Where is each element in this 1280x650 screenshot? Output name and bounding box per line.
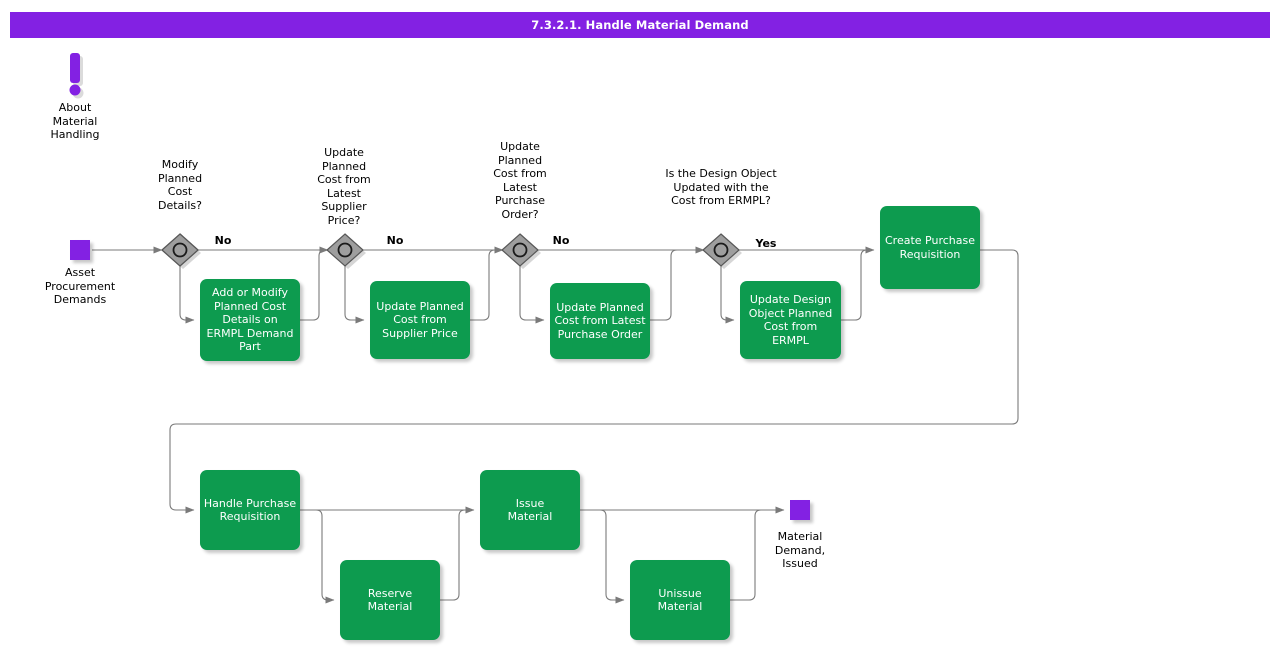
process-node-create-purchase-requisition[interactable]	[880, 206, 980, 289]
start-terminator[interactable]	[70, 240, 90, 260]
process-node-update-design-object-planned-cost-label: Update Design Object Planned Cost from E…	[748, 293, 833, 347]
edge-p3-to-d4	[650, 249, 704, 321]
process-node-reserve-material[interactable]	[340, 560, 440, 640]
process-node-update-planned-cost-latest-po-label: Update Planned Cost from Latest Purchase…	[554, 300, 646, 341]
edge-label-d4-yes: Yes	[755, 237, 777, 250]
edge-d1-to-p1	[179, 266, 195, 324]
decision-node-d4[interactable]	[702, 233, 742, 269]
edge-p8-to-p9	[599, 509, 625, 604]
note-label: About Material Handling	[50, 101, 100, 141]
process-node-update-planned-cost-supplier-price[interactable]	[370, 281, 470, 359]
edge-d3-to-p3	[519, 266, 545, 324]
decision-d3-label: Update Planned Cost from Latest Purchase…	[493, 140, 547, 221]
edge-p4-to-p5	[841, 249, 874, 321]
process-node-add-or-modify-planned-cost-label: Add or Modify Planned Cost Details on ER…	[206, 286, 294, 354]
edge-d4-to-p4	[720, 266, 735, 324]
edge-p2-to-d3	[470, 249, 503, 321]
edge-p1-to-d2	[300, 249, 328, 321]
decision-node-d3[interactable]	[501, 233, 541, 269]
edge-p7-to-p8	[440, 509, 474, 601]
process-node-reserve-material-label: Reserve Material	[367, 586, 413, 614]
edge-p9-to-end	[730, 509, 784, 601]
edge-d2-to-p2	[344, 266, 365, 324]
edge-p5-to-p6-loop	[169, 249, 1019, 514]
decision-d4-label: Is the Design Object Updated with the Co…	[665, 167, 777, 207]
process-node-create-purchase-requisition-label: Create Purchase Requisition	[885, 234, 975, 261]
process-node-issue-material-label: Issue Material	[507, 496, 553, 524]
end-terminator-label: Material Demand, Issued	[774, 530, 826, 570]
process-node-unissue-material-label: Unissue Material	[657, 586, 703, 614]
process-node-handle-purchase-requisition-label: Handle Purchase Requisition	[203, 496, 297, 524]
decision-node-d2[interactable]	[326, 233, 366, 269]
process-node-add-or-modify-planned-cost[interactable]	[200, 279, 300, 361]
process-node-unissue-material[interactable]	[630, 560, 730, 640]
exclamation-note-icon	[69, 53, 84, 99]
decision-d2-label: Update Planned Cost from Latest Supplier…	[317, 146, 371, 227]
process-node-issue-material[interactable]	[480, 470, 580, 550]
end-terminator[interactable]	[790, 500, 810, 520]
process-node-update-design-object-planned-cost[interactable]	[740, 281, 841, 359]
process-node-update-planned-cost-latest-po[interactable]	[550, 283, 650, 359]
process-node-handle-purchase-requisition[interactable]	[200, 470, 300, 550]
edge-label-d3-no: No	[552, 234, 570, 247]
edge-label-d2-no: No	[386, 234, 404, 247]
decision-node-d1[interactable]	[161, 233, 201, 269]
diagram-title-bar: 7.3.2.1. Handle Material Demand	[10, 12, 1270, 38]
edge-p6-to-p7	[315, 509, 335, 604]
edge-label-d1-no: No	[214, 234, 232, 247]
decision-d1-label: Modify Planned Cost Details?	[157, 158, 203, 212]
page-title: 7.3.2.1. Handle Material Demand	[531, 18, 749, 32]
start-terminator-label: Asset Procurement Demands	[44, 266, 116, 306]
process-node-update-planned-cost-supplier-price-label: Update Planned Cost from Supplier Price	[376, 299, 464, 340]
